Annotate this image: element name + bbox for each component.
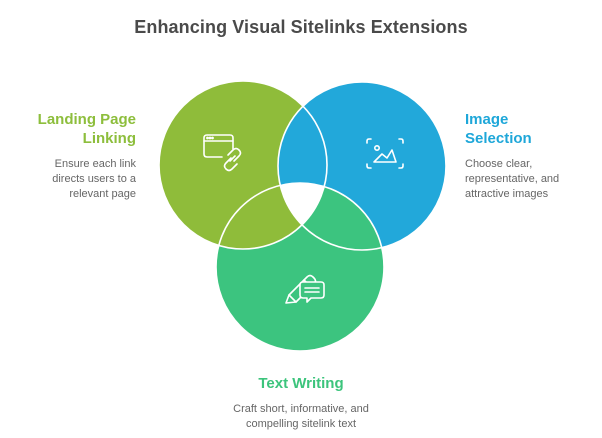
heading-line: Linking	[82, 130, 136, 147]
description-landing-page-linking: Ensure each link directs users to a rele…	[10, 157, 136, 202]
description-line: attractive images	[465, 188, 549, 200]
heading-line: Landing Page	[37, 111, 136, 128]
pencil-chat-icon	[285, 274, 325, 304]
heading-line: Text Writing	[258, 375, 344, 392]
description-line: representative, and	[465, 173, 560, 185]
label-image-selection: Image Selection Choose clear, representa…	[465, 110, 595, 202]
description-line: directs users to a	[52, 173, 136, 185]
description-line: Ensure each link	[54, 158, 136, 170]
heading-image-selection: Image Selection	[465, 110, 595, 148]
description-image-selection: Choose clear, representative, and attrac…	[465, 157, 595, 202]
description-line: compelling sitelink text	[245, 418, 357, 430]
label-text-writing: Text Writing Craft short, informative, a…	[171, 374, 431, 432]
heading-line: Selection	[465, 130, 532, 147]
label-landing-page-linking: Landing Page Linking Ensure each link di…	[10, 110, 136, 202]
description-text-writing: Craft short, informative, and compelling…	[171, 402, 431, 432]
heading-text-writing: Text Writing	[171, 374, 431, 393]
browser-link-icon	[203, 134, 242, 172]
description-line: relevant page	[69, 188, 136, 200]
diagram-title: Enhancing Visual Sitelinks Extensions	[134, 17, 468, 37]
description-line: Craft short, informative, and	[233, 403, 369, 415]
heading-landing-page-linking: Landing Page Linking	[10, 110, 136, 148]
description-line: Choose clear,	[465, 158, 533, 170]
heading-line: Image	[465, 111, 509, 128]
image-frame-icon	[366, 138, 404, 169]
